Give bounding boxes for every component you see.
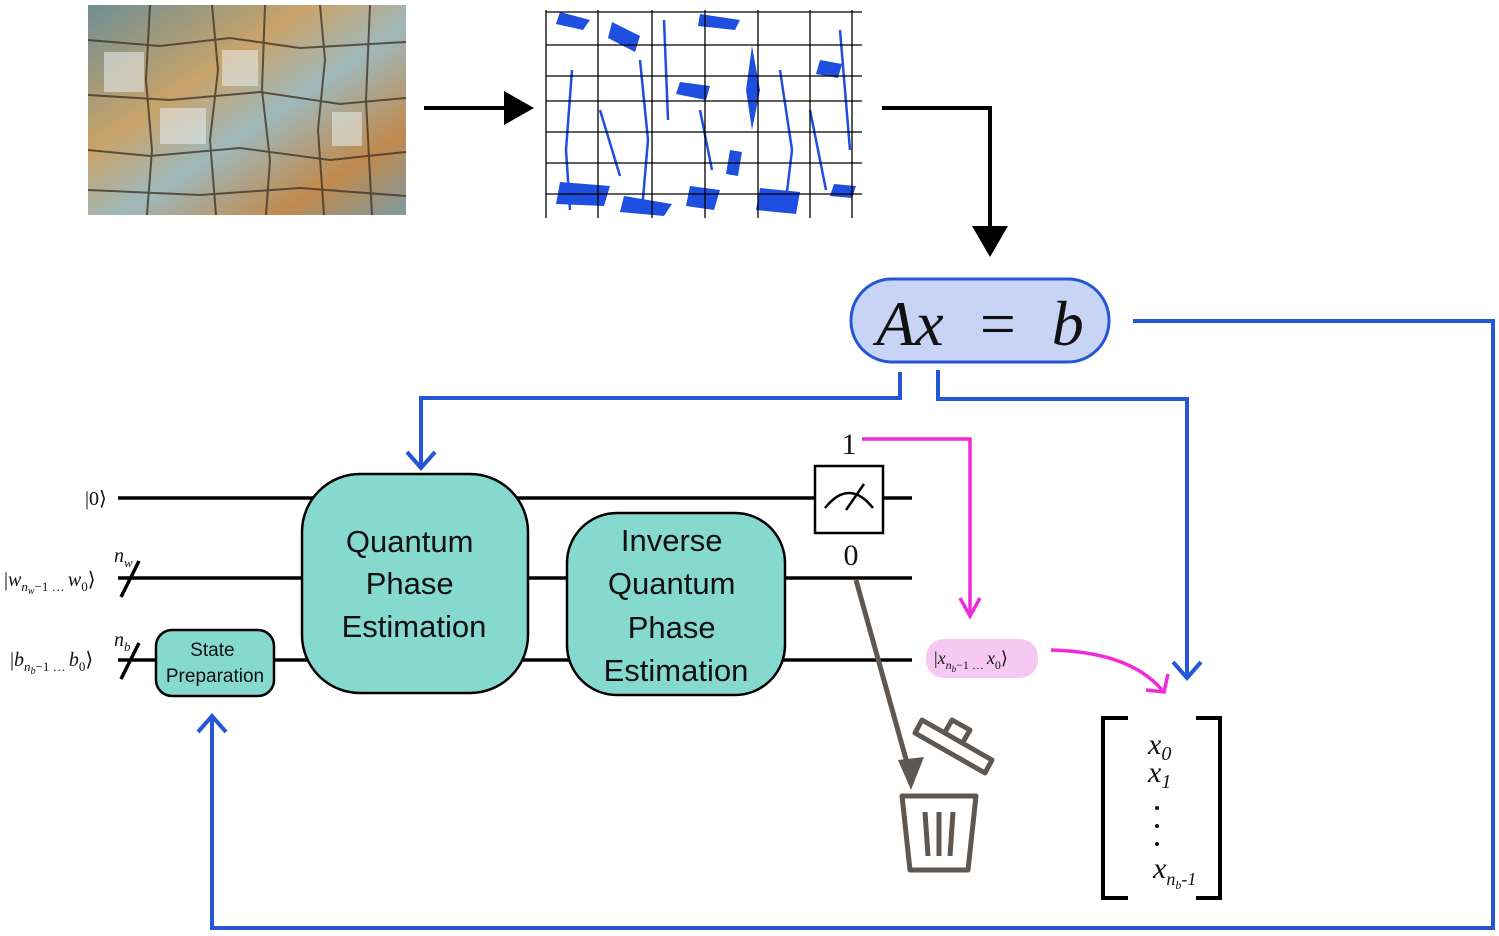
iqpe-block: Inverse Quantum Phase Estimation [565,511,787,697]
fracture-grid-image [545,10,862,218]
arrow-grid-to-equation [882,106,992,240]
magenta-arrow-to-output-head [958,597,982,620]
rock-photo [87,4,407,216]
blue-feedback-loop-head [196,712,228,734]
arrow-photo-to-grid-head [504,91,534,125]
svg-text:Quantum Phase Esti: Quantum Phase Estimation [342,524,487,644]
bundle-size-w: nw [114,545,133,570]
blue-arrow-to-vector-head [1171,660,1203,682]
vector-entry-1: x1 [1147,756,1171,793]
vector-ellipsis [1155,806,1159,846]
equation-box: Ax = b [849,277,1111,364]
equation-rhs: b [1052,288,1084,359]
svg-text:State Preparation: State Preparation [166,640,264,687]
bundle-slash-w [119,560,141,598]
qubit-label-ancilla: |0⟩ [85,488,107,510]
output-state: |xnb−1 … x0⟩ [926,639,1038,678]
meter-icon [813,464,885,535]
state-preparation-block: State Preparation [154,628,276,698]
magenta-arrow-to-vector-head [1145,673,1170,694]
qubit-label-b: |bnb−1 … b0⟩ [10,649,93,677]
measurement-outcome-one: 1 [842,428,857,461]
magenta-arrow-to-vector [1050,648,1164,692]
vector-entry-last: xnb-1 [1152,852,1196,892]
equation-eq: = [980,288,1016,359]
blue-arrow-to-qpe [419,372,902,466]
solution-vector: x0 x1 xnb-1 [1101,716,1222,900]
bundle-slash-b [119,642,141,680]
arrow-grid-to-equation-head [972,226,1008,257]
qpe-block: Quantum Phase Estimation [300,472,530,695]
measurement-outcome-zero: 0 [844,539,859,572]
vector-entry-0: x0 [1147,728,1171,765]
equation-text: Ax = b [872,288,1084,359]
discard-arrow [853,579,912,771]
blue-arrow-to-qpe-head [405,450,437,472]
discard-arrow-head [898,757,924,790]
magenta-arrow-to-output [862,437,972,612]
bundle-size-b: nb [114,629,131,654]
blue-arrow-to-vector [936,370,1189,676]
blue-feedback-loop [210,319,1495,930]
qubit-label-w: |wnw−1 … w0⟩ [4,569,96,597]
trash-icon [899,717,995,873]
equation-lhs: Ax [872,288,944,359]
grid-lines [545,10,862,218]
svg-text:Inverse Quantum Ph: Inverse Quantum Phase Estimation [604,523,749,688]
